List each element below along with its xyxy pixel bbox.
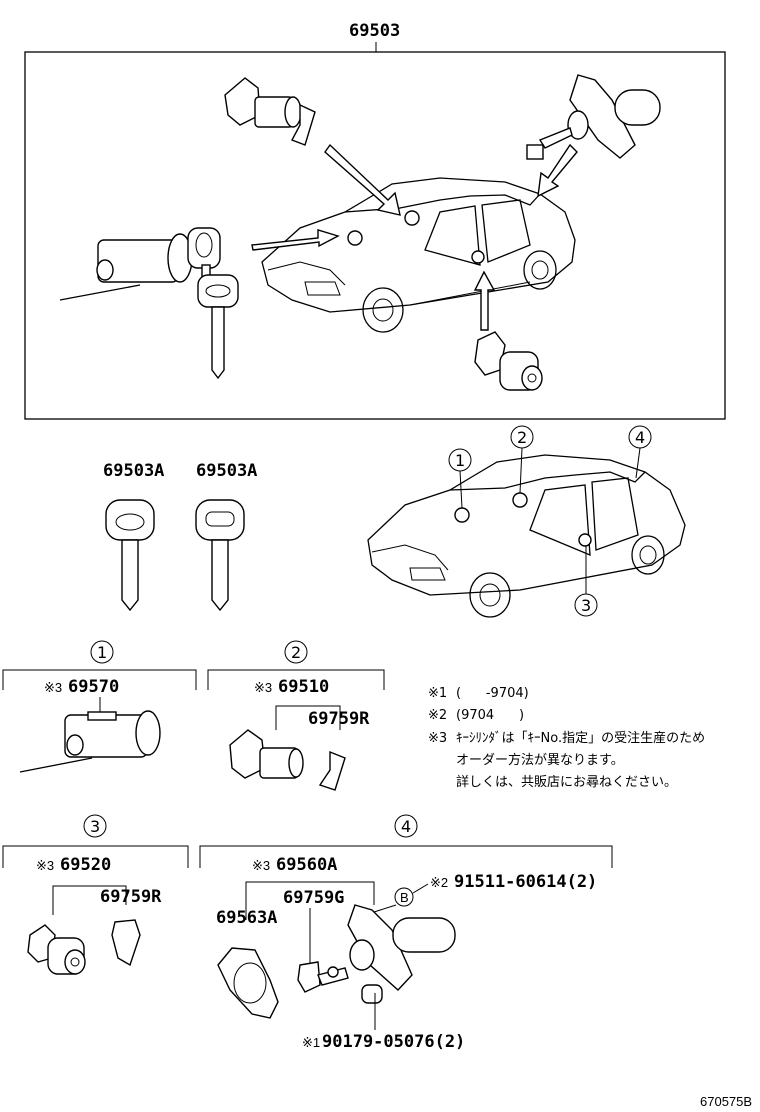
key-b-label: 69503A — [196, 461, 257, 481]
group-4-nut-mark: ※1 — [302, 1035, 320, 1050]
arrows-main — [251, 143, 578, 331]
main-assembly-frame — [24, 51, 726, 420]
group-3-callout: 3 — [90, 817, 100, 836]
note-2-mark: ※2 — [428, 708, 447, 723]
car-illustration-locations — [367, 454, 686, 618]
group-4-bolt-label: 91511-60614(2) — [454, 872, 597, 892]
main-part-label: 69503 — [349, 21, 400, 41]
key-a-label: 69503A — [103, 461, 164, 481]
note-3-line-1: ｷｰｼﾘﾝﾀﾞは「ｷｰNo.指定」の受注生産のため — [456, 730, 705, 746]
trunk-lock-cylinder-top-right — [526, 74, 661, 160]
group-4-sub-a-label: 69563A — [216, 908, 277, 928]
group-4-callout: 4 — [401, 817, 411, 836]
group-1-mark: ※3 — [44, 680, 62, 695]
door-lock-cylinder-group-3 — [27, 919, 141, 975]
group-2-sub-label: 69759R — [308, 709, 370, 729]
note-3-line-2: オーダー方法が異なります。 — [456, 752, 624, 768]
note-1-text: ( -9704) — [456, 686, 529, 701]
callout-1-location: 1 — [455, 451, 465, 470]
ignition-lock-cylinder — [19, 710, 161, 773]
group-4-nut-label: 90179-05076(2) — [322, 1032, 465, 1052]
note-3-mark: ※3 — [428, 731, 447, 746]
group-1-part-label: 69570 — [68, 677, 119, 697]
group-4-part-label: 69560A — [276, 855, 337, 875]
callout-2-location: 2 — [517, 428, 527, 447]
group-3-part-label: 69520 — [60, 855, 111, 875]
group-3-sub-label: 69759R — [100, 887, 162, 907]
bolt-marker: B — [400, 890, 409, 905]
door-lock-cylinder-main-bottom — [474, 331, 543, 391]
door-lock-cylinder-group-2 — [229, 729, 346, 791]
key-a-illustration — [105, 499, 155, 612]
location-callouts: 1 2 4 3 — [448, 425, 652, 617]
callout-3-location: 3 — [581, 596, 591, 615]
group-2-mark: ※3 — [254, 680, 272, 695]
group-4-bolt-mark: ※2 — [430, 875, 448, 890]
note-2-text: (9704 ) — [456, 708, 524, 723]
group-2-callout: 2 — [291, 643, 301, 662]
callout-4-location: 4 — [635, 428, 645, 447]
ignition-lock-with-key-main — [59, 227, 239, 380]
note-1-mark: ※1 — [428, 686, 447, 701]
group-3-mark: ※3 — [36, 858, 54, 873]
group-1-callout: 1 — [97, 643, 107, 662]
door-lock-cylinder-top-left — [224, 77, 316, 146]
key-b-illustration — [195, 499, 245, 612]
note-3-line-3: 詳しくは、共販店にお尋ねください。 — [456, 774, 677, 790]
group-4-mark: ※3 — [252, 858, 270, 873]
group-4-sub-g-label: 69759G — [283, 888, 344, 908]
diagram-reference-code: 670575B — [700, 1094, 752, 1109]
trunk-lock-assembly — [217, 904, 456, 1030]
car-illustration-main — [261, 177, 576, 333]
group-2-part-label: 69510 — [278, 677, 329, 697]
